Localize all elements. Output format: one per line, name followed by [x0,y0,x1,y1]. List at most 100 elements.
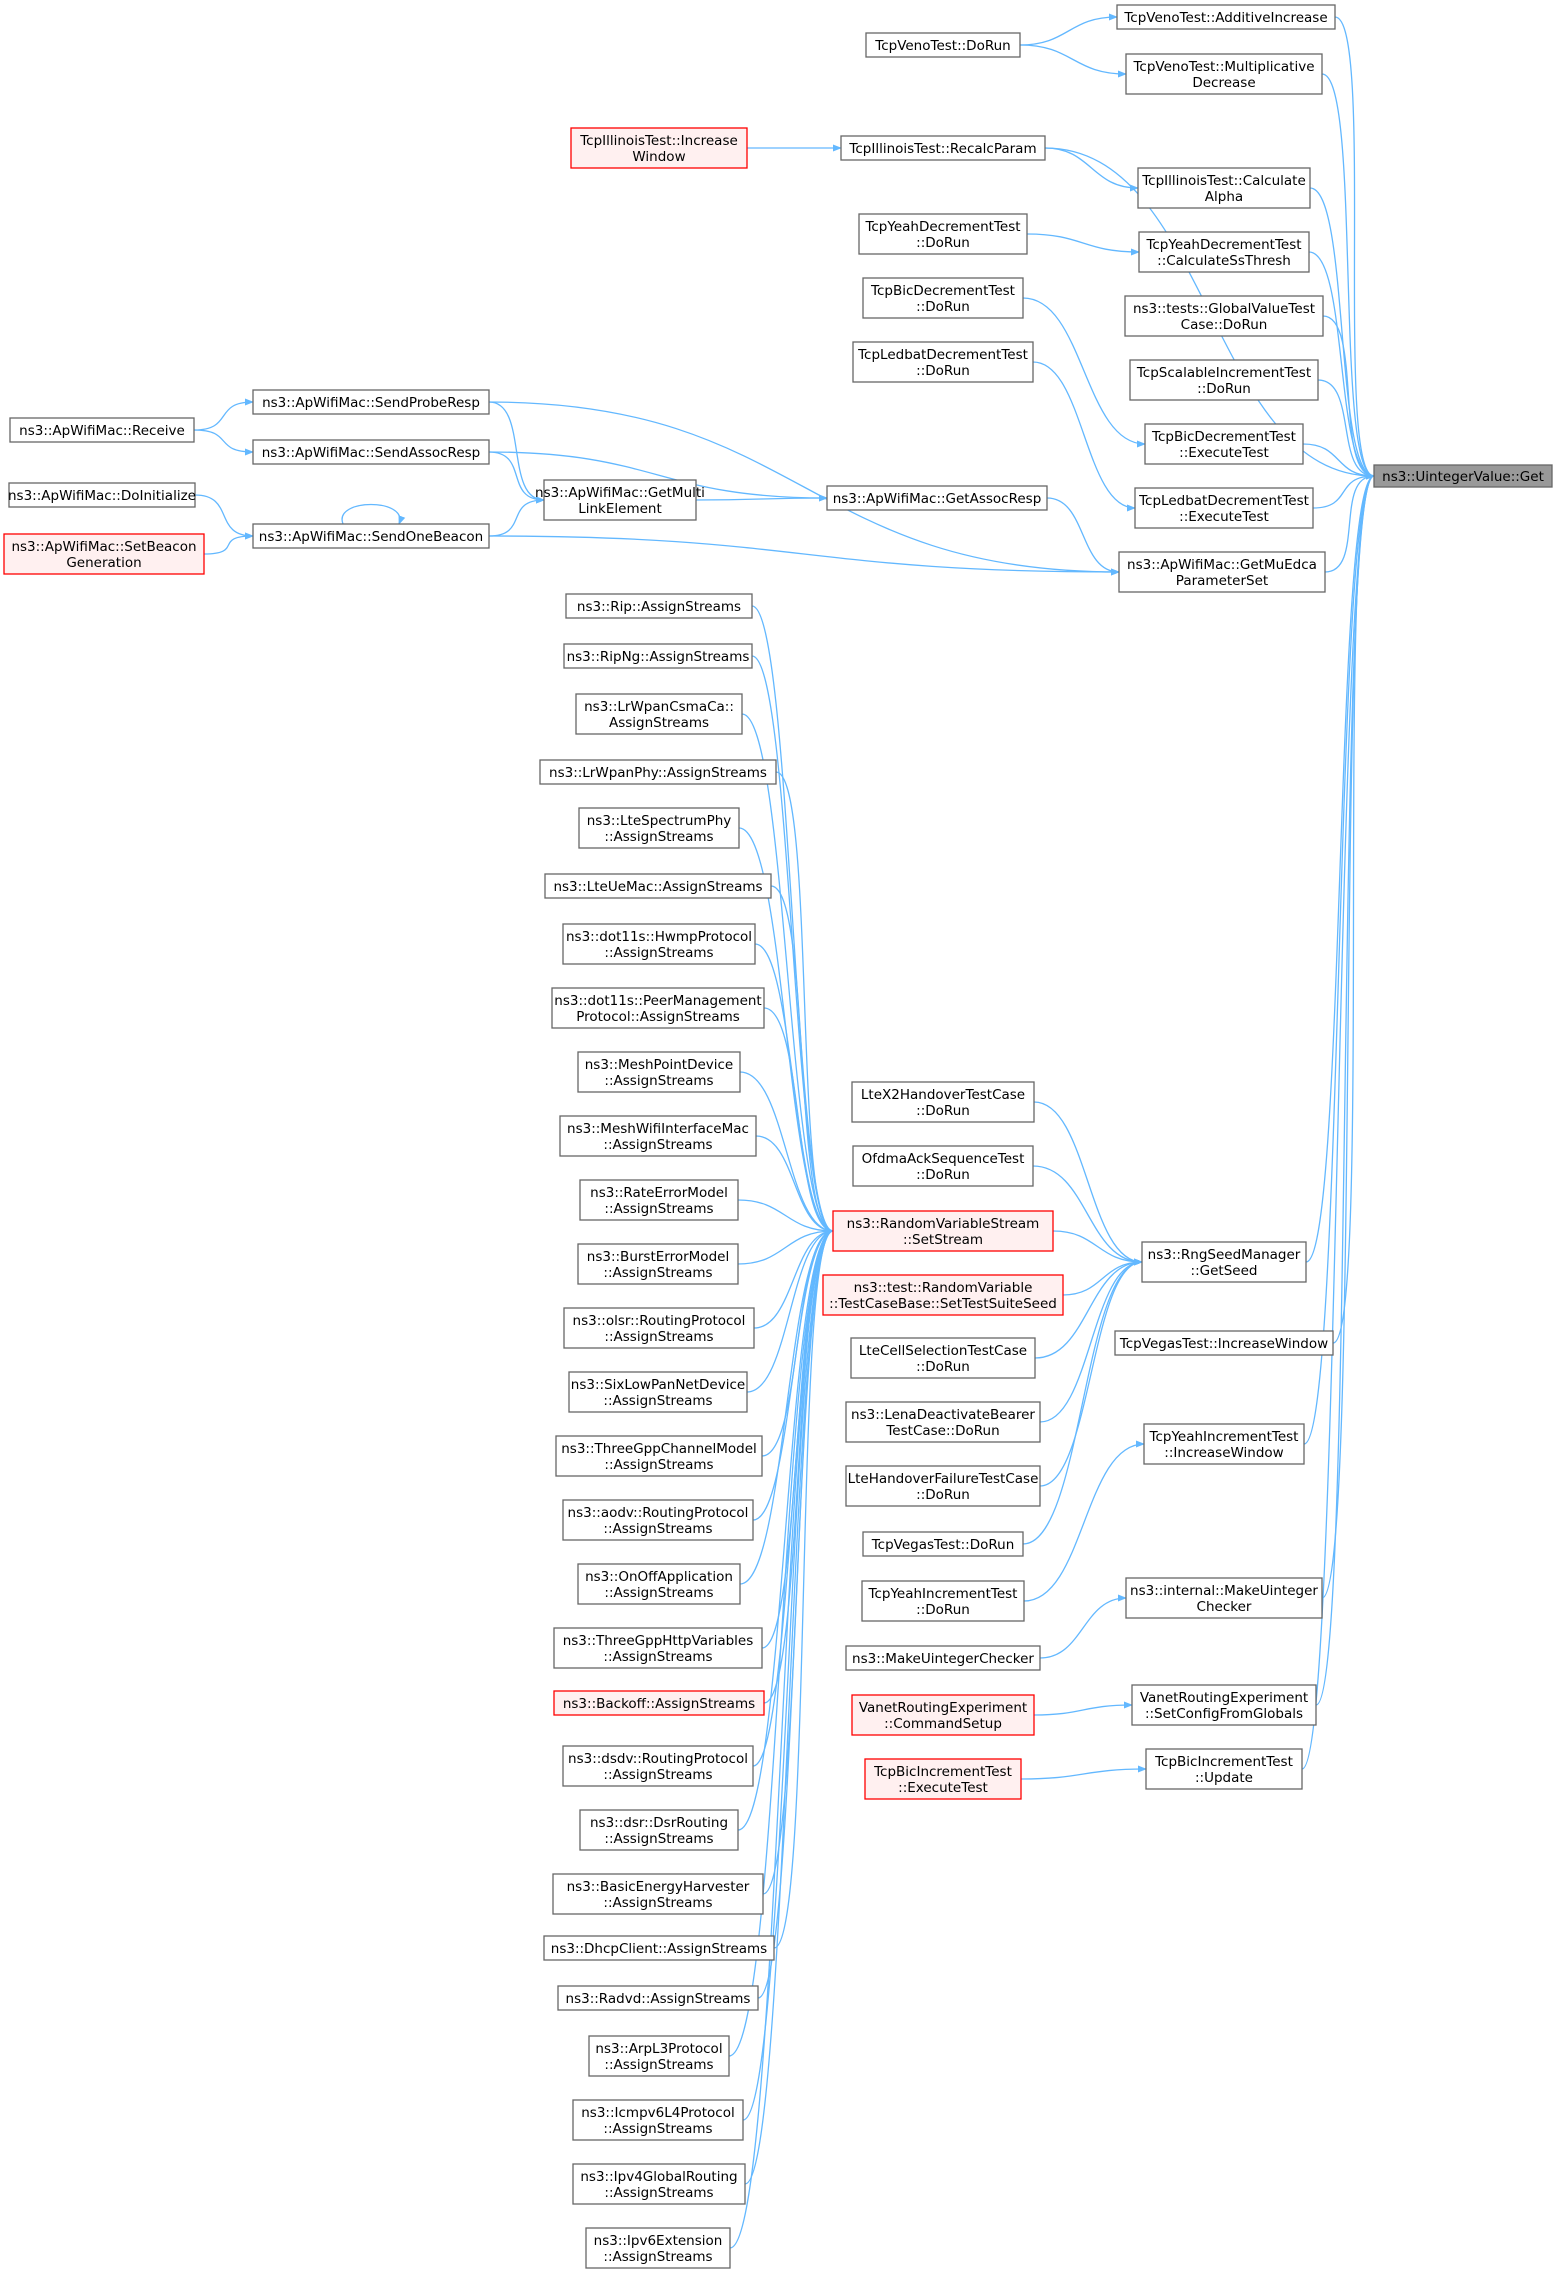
node-ns3-ltespectrumphy-assignstreams[interactable]: ns3::LteSpectrumPhy::AssignStreams [578,807,740,849]
edge-vcs-to-vsc [1033,1701,1133,1716]
edge-bde-to-target [1302,443,1375,480]
node-ns3-test-randomvariable-testcasebase-settestsuiteseed[interactable]: ns3::test::RandomVariable::TestCaseBase:… [822,1274,1064,1316]
node-box [845,1645,1041,1671]
node-label: ns3::Icmpv6L4Protocol [581,2105,735,2121]
node-ns3-lrwpanphy-assignstreams[interactable]: ns3::LrWpanPhy::AssignStreams [539,759,777,785]
node-label: ns3::Ipv6Extension [594,2233,723,2249]
node-label: TcpBicIncrementTest [873,1764,1012,1780]
node-ns3-threegppchannelmodel-assignstreams[interactable]: ns3::ThreeGppChannelModel::AssignStreams [555,1435,763,1477]
node-box [851,1081,1035,1123]
node-ns3-bursterrormodel-assignstreams[interactable]: ns3::BurstErrorModel::AssignStreams [577,1243,739,1285]
node-ns3-rateerrormodel-assignstreams[interactable]: ns3::RateErrorModel::AssignStreams [579,1179,739,1221]
node-label: LinkElement [578,501,662,517]
node-tcpbicdecrementtest-executetest[interactable]: TcpBicDecrementTest::ExecuteTest [1144,423,1304,465]
node-ns3-dhcpclient-assignstreams[interactable]: ns3::DhcpClient::AssignStreams [543,1935,775,1961]
node-ns3-rngseedmanager-getseed[interactable]: ns3::RngSeedManager::GetSeed [1141,1241,1307,1283]
node-tcpyeahincrementtest-dorun[interactable]: TcpYeahIncrementTest::DoRun [861,1580,1025,1622]
node-tcpyeahdecrementtest-dorun[interactable]: TcpYeahDecrementTest::DoRun [858,213,1028,255]
node-tcpillinoistest-increase-window[interactable]: TcpIllinoisTest::IncreaseWindow [570,127,748,169]
node-ns3-aodv-routingprotocol-assignstreams[interactable]: ns3::aodv::RoutingProtocol::AssignStream… [562,1499,754,1541]
node-vanetroutingexperiment-commandsetup[interactable]: VanetRoutingExperiment::CommandSetup [851,1694,1035,1736]
node-tcpbicincrementtest-executetest[interactable]: TcpBicIncrementTest::ExecuteTest [864,1758,1022,1800]
node-ns3-backoff-assignstreams[interactable]: ns3::Backoff::AssignStreams [553,1690,765,1716]
node-ns3-randomvariablestream-setstream[interactable]: ns3::RandomVariableStream::SetStream [832,1210,1054,1252]
node-tcpvenotest-additiveincrease[interactable]: TcpVenoTest::AdditiveIncrease [1116,4,1336,30]
node-tcpvegastest-dorun[interactable]: TcpVegasTest::DoRun [862,1531,1024,1557]
node-ns3-dsdv-routingprotocol-assignstreams[interactable]: ns3::dsdv::RoutingProtocol::AssignStream… [562,1745,754,1787]
node-box [1143,1423,1305,1465]
node-label: ::CommandSetup [884,1716,1002,1732]
node-ns3-dot11s-hwmpprotocol-assignstreams[interactable]: ns3::dot11s::HwmpProtocol::AssignStreams [562,923,756,965]
node-ofdmaacksequencetest-dorun[interactable]: OfdmaAckSequenceTest::DoRun [852,1145,1034,1187]
edge-s12-to-rvs [753,1227,834,1329]
node-label: ns3::dsdv::RoutingProtocol [568,1751,748,1767]
node-tcpillinoistest-recalcparam[interactable]: TcpIllinoisTest::RecalcParam [840,135,1046,161]
node-ns3-ipv4globalrouting-assignstreams[interactable]: ns3::Ipv4GlobalRouting::AssignStreams [572,2163,746,2205]
node-ns3-basicenergyharvester-assignstreams[interactable]: ns3::BasicEnergyHarvester::AssignStreams [552,1873,764,1915]
node-box [845,1401,1041,1443]
node-tcpbicdecrementtest-dorun[interactable]: TcpBicDecrementTest::DoRun [862,277,1024,319]
node-tcpbicincrementtest-update[interactable]: TcpBicIncrementTest::Update [1145,1748,1303,1790]
node-ns3-makeuintegerchecker[interactable]: ns3::MakeUintegerChecker [845,1645,1041,1671]
node-tcpyeahincrementtest-increasewindow[interactable]: TcpYeahIncrementTest::IncreaseWindow [1143,1423,1305,1465]
node-tcpledbatdecrementtest-dorun[interactable]: TcpLedbatDecrementTest::DoRun [852,341,1034,383]
node-box [555,1435,763,1477]
edge-s10-to-rvs [737,1199,834,1235]
node-ns3-onoffapplication-assignstreams[interactable]: ns3::OnOffApplication::AssignStreams [577,1563,741,1605]
node-ns3-uintegervalue-get[interactable]: ns3::UintegerValue::Get [1373,464,1553,488]
node-tcpledbatdecrementtest-executetest[interactable]: TcpLedbatDecrementTest::ExecuteTest [1134,487,1314,529]
node-vanetroutingexperiment-setconfigfromglobals[interactable]: VanetRoutingExperiment::SetConfigFromGlo… [1131,1684,1317,1726]
node-label: TcpLedbatDecrementTest [857,347,1028,363]
node-ns3-radvd-assignstreams[interactable]: ns3::Radvd::AssignStreams [557,1985,759,2011]
node-label: ::AssignStreams [603,1521,712,1537]
node-ns3-meshpointdevice-assignstreams[interactable]: ns3::MeshPointDevice::AssignStreams [577,1051,741,1093]
node-ns3-meshwifiinterfacemac-assignstreams[interactable]: ns3::MeshWifiInterfaceMac::AssignStreams [559,1115,757,1157]
node-ns3-rip-assignstreams[interactable]: ns3::Rip::AssignStreams [565,593,753,619]
node-tcpvegastest-increasewindow[interactable]: TcpVegasTest::IncreaseWindow [1114,1330,1334,1356]
node-box [562,923,756,965]
node-label: ns3::Radvd::AssignStreams [566,1991,751,2007]
node-ns3-dot11s-peermanagement-protocol-assignstreams[interactable]: ns3::dot11s::PeerManagementProtocol::Ass… [551,987,765,1029]
node-label: ::DoRun [916,1167,970,1183]
node-tcpscalableincrementtest-dorun[interactable]: TcpScalableIncrementTest::DoRun [1129,359,1319,401]
node-ns3-apwifimac-sendassocresp[interactable]: ns3::ApWifiMac::SendAssocResp [252,439,490,465]
node-label: TcpYeahIncrementTest [1149,1429,1299,1445]
node-label: TcpBicDecrementTest [1151,429,1296,445]
node-box [557,1985,759,2011]
node-ltehandoverfailuretestcase-dorun[interactable]: LteHandoverFailureTestCase::DoRun [845,1465,1041,1507]
node-ltecellselectiontestcase-dorun[interactable]: LteCellSelectionTestCase::DoRun [850,1337,1036,1379]
node-label: ::AssignStreams [604,829,713,845]
node-ns3-sixlowpannetdevice-assignstreams[interactable]: ns3::SixLowPanNetDevice::AssignStreams [568,1371,748,1413]
node-ns3-icmpv6l4protocol-assignstreams[interactable]: ns3::Icmpv6L4Protocol::AssignStreams [572,2099,744,2141]
node-ns3-dsr-dsrrouting-assignstreams[interactable]: ns3::dsr::DsrRouting::AssignStreams [579,1809,739,1851]
node-ns3-olsr-routingprotocol-assignstreams[interactable]: ns3::olsr::RoutingProtocol::AssignStream… [563,1307,755,1349]
node-ns3-lrwpancsmaca-assignstreams[interactable]: ns3::LrWpanCsmaCa::AssignStreams [575,693,743,735]
node-label: ns3::BasicEnergyHarvester [567,1879,750,1895]
node-ns3-apwifimac-doinitialize[interactable]: ns3::ApWifiMac::DoInitialize [8,482,196,508]
node-box [1124,295,1324,337]
node-ns3-lteuemac-assignstreams[interactable]: ns3::LteUeMac::AssignStreams [544,873,772,899]
node-label: ns3::internal::MakeUinteger [1130,1583,1318,1599]
node-ns3-ipv6extension-assignstreams[interactable]: ns3::Ipv6Extension::AssignStreams [585,2227,731,2269]
node-ns3-internal-makeuinteger-checker[interactable]: ns3::internal::MakeUintegerChecker [1125,1577,1323,1619]
node-ns3-apwifimac-receive[interactable]: ns3::ApWifiMac::Receive [9,417,195,443]
edge-s20-to-rvs [737,1227,834,1831]
node-ns3-ripng-assignstreams[interactable]: ns3::RipNg::AssignStreams [563,643,753,669]
node-ns3-arpl3protocol-assignstreams[interactable]: ns3::ArpL3Protocol::AssignStreams [588,2035,730,2077]
edge-s3-to-rvs [775,771,834,1235]
node-tcpvenotest-dorun[interactable]: TcpVenoTest::DoRun [865,32,1021,58]
node-ltex2handovertestcase-dorun[interactable]: LteX2HandoverTestCase::DoRun [851,1081,1035,1123]
node-box [845,1465,1041,1507]
node-ns3-threegpphttpvariables-assignstreams[interactable]: ns3::ThreeGppHttpVariables::AssignStream… [553,1627,763,1669]
node-ns3-apwifimac-sendonebeacon[interactable]: ns3::ApWifiMac::SendOneBeacon [252,523,490,549]
node-ns3-apwifimac-sendproberesp[interactable]: ns3::ApWifiMac::SendProbeResp [252,389,490,415]
node-ns3-apwifimac-getassocresp[interactable]: ns3::ApWifiMac::GetAssocResp [826,485,1048,511]
node-tcpyeahdecrementtest-calculatessthresh[interactable]: TcpYeahDecrementTest::CalculateSsThresh [1138,231,1310,273]
